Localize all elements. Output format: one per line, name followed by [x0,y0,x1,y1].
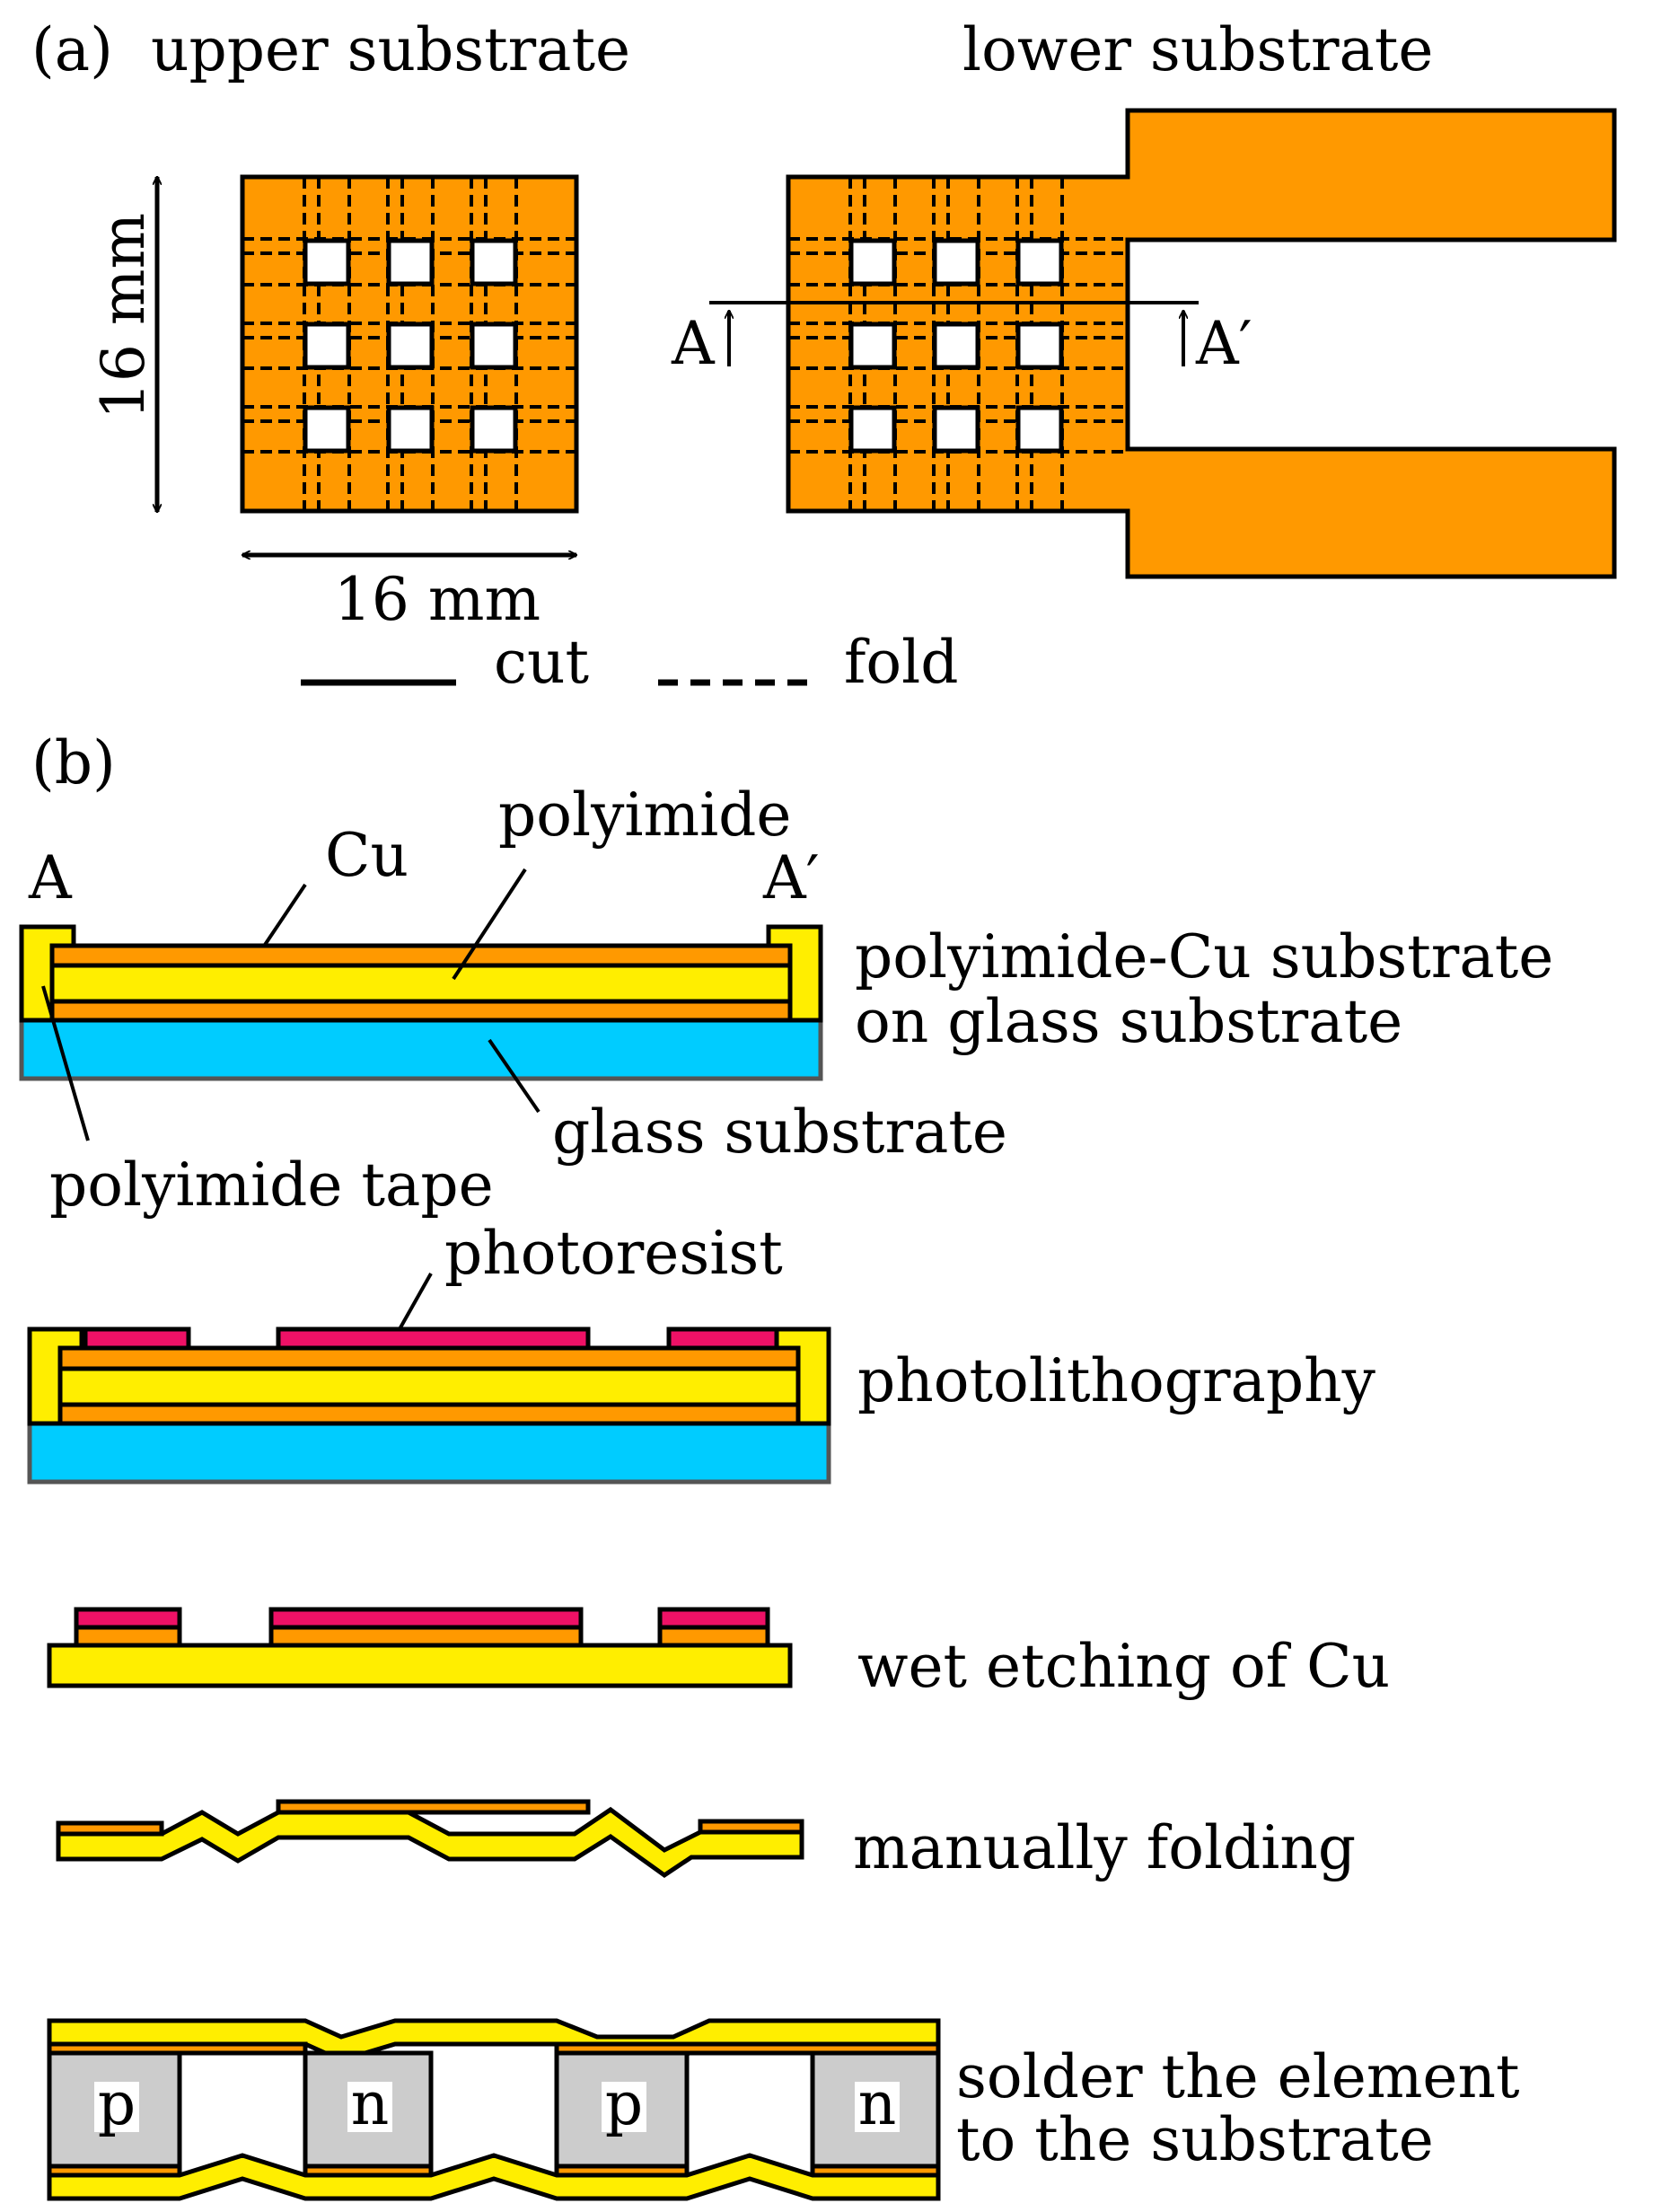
photoresist-2 [276,1326,591,1351]
section-label-right: A′ [1195,309,1252,378]
upper-substrate [240,174,579,514]
label-photoresist: photoresist [444,1219,783,1288]
section-label-left: A [671,309,716,378]
vertical-dimension-label: 16 mm [89,213,158,419]
step5-label-line1: solder the element [956,2042,1520,2111]
panel-a-label: (a) [31,15,113,84]
step2-label: photolithography [857,1346,1376,1415]
element-p1 [47,2050,182,2169]
cu-layer-top [49,943,793,968]
label-a: A [28,843,73,912]
photoresist-3 [666,1326,779,1351]
polyimide-film [49,963,793,1004]
panel-a: (a) upper substrate lower substrate [31,15,1617,697]
element-letter-boxes [94,2082,900,2132]
cu-layer-bottom [49,999,793,1023]
step4-label: manually folding [853,1813,1356,1882]
legend-fold-label: fold [844,628,959,697]
panel-b-label: (b) [31,728,116,798]
lower-window-grid [848,238,1064,454]
step1-stack [19,924,823,1081]
step5-module [47,2018,941,2201]
label-glass-substrate: glass substrate [552,1097,1007,1167]
step1-leader-lines [41,868,540,1141]
legend-cut-label: cut [494,628,589,697]
photoresist-etch-1 [74,1607,182,1630]
step4-folded-substrate [56,1799,804,1879]
label-cu: Cu [325,821,409,890]
polyimide-film-3 [47,1643,793,1688]
element-n1-label: n [351,2069,390,2138]
upper-window-grid [303,238,518,454]
step1-label-line2: on glass substrate [855,987,1402,1056]
label-polyimide: polyimide [498,780,792,850]
horizontal-dimension-label: 16 mm [334,565,540,634]
photoresist-etch-2 [268,1607,584,1630]
step3-label: wet etching of Cu [857,1632,1390,1701]
lower-substrate-title: lower substrate [962,15,1433,84]
element-p2-label: p [605,2069,643,2138]
element-n2-label: n [858,2069,897,2138]
folded-polyimide [56,1806,804,1879]
panel-b: (b) A Cu polyimide A′ polyimide-Cu subst… [19,728,1553,2201]
lower-substrate: A A′ [671,108,1617,579]
photoresist-etch-3 [657,1607,770,1630]
label-a-prime: A′ [762,843,820,912]
glass-substrate [19,1018,823,1081]
photoresist-1 [83,1326,191,1351]
glass-substrate-2 [27,1421,831,1485]
bottom-substrate [47,2153,941,2201]
thermoelectric-elements [47,2050,941,2169]
photoresist-leader [398,1273,433,1330]
step1-label-line1: polyimide-Cu substrate [855,922,1553,991]
step3-stack [47,1607,793,1688]
element-p1-label: p [98,2069,136,2138]
label-polyimide-tape: polyimide tape [49,1150,494,1220]
step2-stack [27,1326,831,1485]
upper-substrate-title: upper substrate [151,15,630,84]
step5-label-line2: to the substrate [956,2105,1434,2174]
